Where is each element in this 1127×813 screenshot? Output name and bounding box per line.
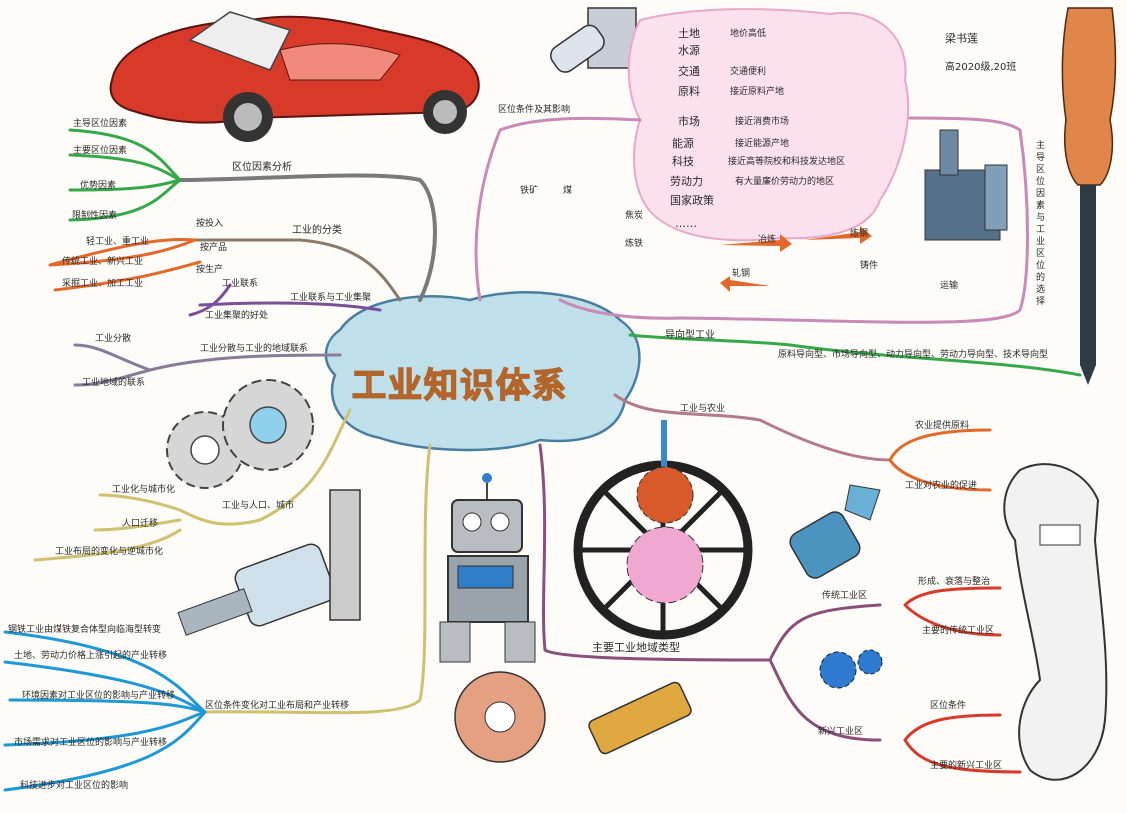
branch-linkage: 工业联系与工业集聚 <box>290 293 372 303</box>
condition-effect: 接近原料产地 <box>730 87 785 97</box>
process-label: 焦炭 <box>625 211 644 221</box>
list-item: 轻工业、重工业 <box>86 237 150 247</box>
gear-icon <box>166 379 314 489</box>
branch-orientation: 导向型工业 <box>665 330 715 341</box>
process-arrows <box>720 226 872 292</box>
list-item: 工业对农业的促进 <box>905 481 978 491</box>
wheel-icon <box>573 420 753 640</box>
condition-effect: 接近能源产地 <box>735 139 790 149</box>
process-label: 冶炼 <box>758 235 777 245</box>
list-item: 工业集聚的好处 <box>205 311 269 321</box>
conditions-cloud <box>627 8 910 242</box>
central-cloud <box>324 291 641 452</box>
list-item: 科技进步对工业区位的影响 <box>20 781 129 791</box>
branch-distribution: 工业分散与工业的地域联系 <box>200 344 309 354</box>
list-item: 按投入 <box>196 219 224 229</box>
condition-effect: 交通便利 <box>730 67 767 77</box>
process-label: 轧钢 <box>732 269 751 279</box>
list-item: 优势因素 <box>80 181 117 191</box>
branch-regions: 主要工业地域类型 <box>592 641 680 654</box>
list-item: 工业化与城市化 <box>112 485 176 495</box>
list-item: 主要的新兴工业区 <box>930 761 1003 771</box>
list-item: 按产品 <box>200 243 228 253</box>
list-item: 传统工业、新兴工业 <box>62 257 144 267</box>
pipe-fitting-icon <box>177 489 361 636</box>
process-label: 炼钢 <box>850 229 869 239</box>
pipe-fitting-icon <box>454 671 692 763</box>
condition-effect: 接近高等院校和科技发达地区 <box>728 157 846 167</box>
condition-factor: 市场 <box>678 115 700 128</box>
process-label: 炼铁 <box>625 239 644 249</box>
bolt-icon <box>550 7 637 73</box>
condition-factor: 科技 <box>672 155 694 168</box>
branch-conditions: 区位条件及其影响 <box>498 105 571 115</box>
list-item: 工业分散 <box>95 334 132 344</box>
list-item: 人口迁移 <box>122 519 159 529</box>
conditions-side-label: 主导区位因素与工业区位的选择 <box>1036 141 1046 307</box>
author-name: 梁书莲 <box>945 32 978 45</box>
branch-agriculture: 工业与农业 <box>680 404 726 414</box>
branch-classification: 工业的分类 <box>292 225 342 236</box>
condition-factor: 劳动力 <box>670 175 703 188</box>
region-type: 新兴工业区 <box>818 727 864 737</box>
condition-effect: 接近消费市场 <box>735 117 790 127</box>
condition-factor: 能源 <box>672 137 694 150</box>
process-label: 铁矿 <box>520 186 539 196</box>
condition-effect: 地价高低 <box>730 29 767 39</box>
list-item: 钢铁工业由煤铁复合体型向临海型转变 <box>8 625 162 635</box>
bolt-icon <box>789 484 881 579</box>
list-item: 形成、衰落与整治 <box>918 577 991 587</box>
process-label: 铸件 <box>860 261 879 271</box>
branch-urbanization: 工业与人口、城市 <box>222 501 295 511</box>
branch-lines <box>3 116 1082 792</box>
condition-factor: 水源 <box>678 44 700 57</box>
process-label: 运输 <box>940 281 959 291</box>
condition-effect: 有大量廉价劳动力的地区 <box>735 177 835 187</box>
robot-icon <box>439 473 536 663</box>
branch-location-analysis: 区位因素分析 <box>232 162 292 173</box>
page-title: 工业知识体系 <box>351 365 568 407</box>
author-class: 高2020级,20班 <box>945 62 1017 73</box>
car-icon <box>109 11 480 142</box>
wrench-icon <box>1003 463 1108 781</box>
list-item: 土地、劳动力价格上涨引起的产业转移 <box>14 651 168 661</box>
list-item: 采掘工业、加工工业 <box>62 279 144 289</box>
condition-factor: 交通 <box>678 65 700 78</box>
orientation-items: 原料导向型、市场导向型、动力导向型、劳动力导向型、技术导向型 <box>778 350 1049 360</box>
list-item: 区位条件 <box>930 701 967 711</box>
list-item: 农业提供原料 <box>915 421 970 431</box>
condition-ellipsis: …… <box>675 217 697 230</box>
list-item: 工业地域的联系 <box>82 378 146 388</box>
list-item: 按生产 <box>196 265 224 275</box>
steel-plant-icon <box>924 129 1008 241</box>
screwdriver-icon <box>1061 7 1117 385</box>
list-item: 主要的传统工业区 <box>922 626 995 636</box>
condition-factor: 国家政策 <box>670 194 714 207</box>
list-item: 主要区位因素 <box>73 146 128 156</box>
branch-location-change: 区位条件变化对工业布局和产业转移 <box>205 701 350 711</box>
condition-factor: 土地 <box>678 27 700 40</box>
process-label: 煤 <box>563 186 573 196</box>
gear-icon <box>819 649 883 689</box>
list-item: 主导区位因素 <box>73 119 128 129</box>
list-item: 环境因素对工业区位的影响与产业转移 <box>22 691 176 701</box>
list-item: 限制性因素 <box>72 211 118 221</box>
list-item: 市场需求对工业区位的影响与产业转移 <box>14 738 168 748</box>
list-item: 工业联系 <box>222 279 259 289</box>
region-type: 传统工业区 <box>822 591 868 601</box>
condition-factor: 原料 <box>678 85 700 98</box>
list-item: 工业布局的变化与逆城市化 <box>55 547 164 557</box>
